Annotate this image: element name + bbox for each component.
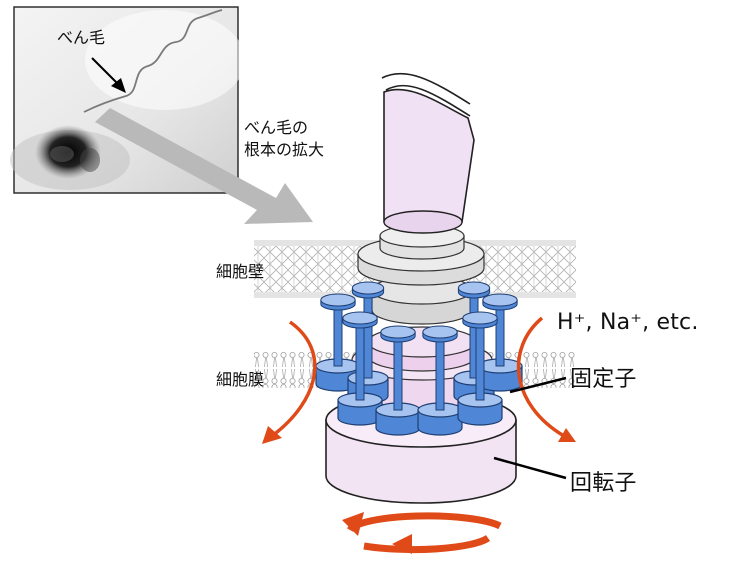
ion-flow-arrow-icon xyxy=(262,316,576,444)
ion-label: H⁺, Na⁺, etc. xyxy=(557,310,699,335)
rotor-label: 回転子 xyxy=(570,471,637,496)
pointer-arrow xyxy=(91,57,121,87)
stator-unit xyxy=(457,311,503,426)
rotation-arrow-icon xyxy=(342,512,502,554)
flagellum-filament xyxy=(83,9,223,113)
zoom-label-line2: 根本の拡大 xyxy=(244,140,325,159)
stator-label: 固定子 xyxy=(570,367,637,392)
stator-leader-line xyxy=(509,376,567,394)
flagellum-label: べん毛 xyxy=(57,28,106,47)
cell-wall-label: 細胞壁 xyxy=(216,262,265,281)
zoom-label-line1: べん毛の xyxy=(244,118,309,137)
flagellar-hook xyxy=(381,72,475,234)
stator-unit xyxy=(477,293,523,392)
hook-and-rings xyxy=(357,224,485,325)
cell-membrane-label: 細胞膜 xyxy=(216,370,265,389)
zoom-arrow xyxy=(95,108,313,224)
micrograph-photo xyxy=(10,6,245,194)
stator-units xyxy=(315,281,523,436)
rotor-leader-line xyxy=(493,456,567,480)
stator-unit xyxy=(315,293,361,392)
